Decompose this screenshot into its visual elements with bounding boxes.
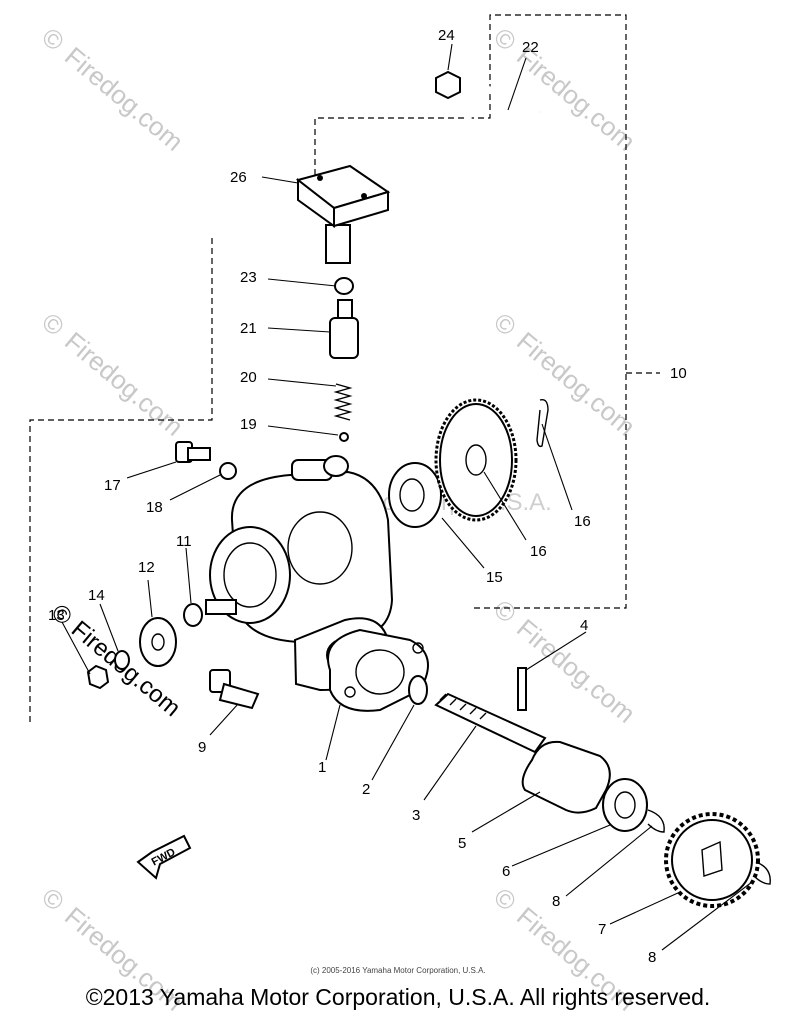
- bearing-15: [388, 462, 442, 528]
- wm-c-5: ©: [488, 594, 522, 629]
- copyright-footer: ©2013 Yamaha Motor Corporation, U.S.A. A…: [85, 984, 711, 1010]
- callout-4: 4: [580, 617, 588, 634]
- callouts: 26 23 21 20 19 24 22 10 17 18 11 12 14 1…: [48, 27, 687, 966]
- callout-10: 10: [670, 365, 687, 382]
- callout-6: 6: [502, 863, 510, 880]
- wm-c-2: ©: [488, 22, 522, 57]
- gasket-1: [327, 628, 429, 712]
- callout-21: 20: [240, 369, 257, 386]
- gear-16: [434, 398, 518, 522]
- circlip-8b: [753, 861, 771, 885]
- wm-text-2: Firedog.com: [511, 41, 641, 157]
- wm-c-7: ©: [488, 882, 522, 917]
- callout-25: 24: [438, 27, 455, 44]
- callout-22: 21: [240, 320, 257, 337]
- wm-c-1: ©: [36, 22, 70, 57]
- washer-12-hole: [151, 633, 165, 651]
- washer-14: [114, 650, 130, 670]
- washer-12: [139, 617, 177, 667]
- collar-5: [521, 740, 611, 814]
- circlip-8a: [647, 809, 665, 833]
- wm-c-3: ©: [36, 307, 70, 342]
- nut-25: [435, 70, 461, 100]
- callout-20: 19: [240, 416, 257, 433]
- bolt-18: [175, 441, 211, 463]
- o-ring-2: [408, 675, 428, 705]
- callout-5: 5: [458, 835, 466, 852]
- callout-19: 18: [146, 499, 163, 516]
- washer-19: [219, 462, 237, 480]
- callout-23: 22: [522, 39, 539, 56]
- wm-c-4: ©: [488, 307, 522, 342]
- callout-17: 16: [574, 513, 591, 530]
- callout-26: 26: [230, 169, 247, 186]
- gear-7: [664, 812, 760, 908]
- callout-8a: 8: [552, 893, 560, 910]
- callout-7: 7: [598, 921, 606, 938]
- wm-text-1: Firedog.com: [59, 41, 189, 157]
- bearing-6: [602, 778, 648, 832]
- callout-9: 9: [198, 739, 206, 756]
- nut-13: [86, 664, 110, 690]
- shaft-3: [434, 692, 547, 754]
- wm-text-3: Firedog.com: [59, 326, 189, 442]
- fwd-label: FWD: [150, 846, 178, 868]
- bolt-9: [209, 669, 260, 710]
- callout-13: 13: [48, 607, 65, 624]
- callout-3: 3: [412, 807, 420, 824]
- assembly-boundaries: [29, 14, 660, 722]
- callout-8b: 8: [648, 949, 656, 966]
- callout-15: 15: [486, 569, 503, 586]
- washer-11: [183, 603, 203, 627]
- pin-4: [517, 667, 527, 711]
- oil-pipe: [295, 82, 542, 264]
- callout-24: 23: [240, 269, 257, 286]
- wm-text-4: Firedog.com: [511, 326, 641, 442]
- callout-1: 1: [318, 759, 326, 776]
- leader-lines: [61, 43, 753, 951]
- callout-2: 2: [362, 781, 370, 798]
- corp-small-text: (c) 2005-2016 Yamaha Motor Corporation, …: [310, 966, 486, 975]
- banjo-stack: [329, 277, 359, 442]
- callout-18: 17: [104, 477, 121, 494]
- wm-c-6: ©: [36, 882, 70, 917]
- pin-17: [536, 399, 549, 448]
- callout-12: 12: [138, 559, 155, 576]
- callout-14: 14: [88, 587, 105, 604]
- callout-16: 16: [530, 543, 547, 560]
- callout-11: 11: [176, 533, 192, 550]
- fwd-arrow: FWD: [136, 834, 192, 880]
- wm-text-5: Firedog.com: [511, 613, 641, 729]
